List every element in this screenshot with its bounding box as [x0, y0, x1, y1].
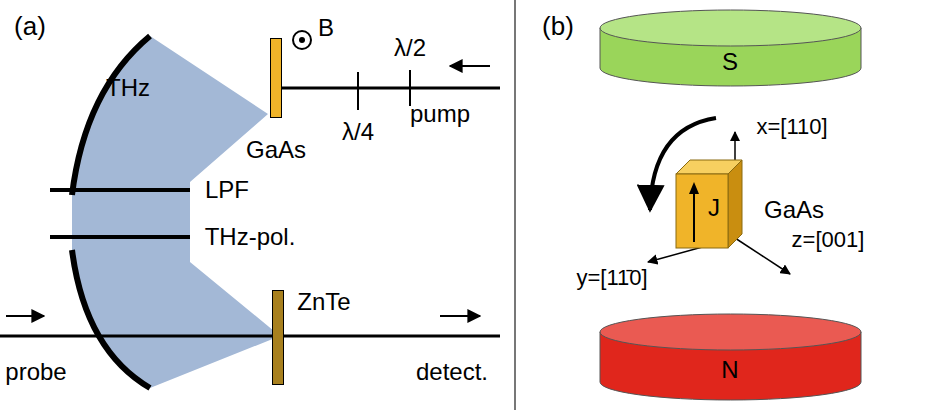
node-text: S — [722, 49, 738, 75]
emitter-crystal-shape — [270, 38, 282, 118]
annotation-label: THz-pol. — [205, 224, 296, 250]
current-arrowhead — [689, 182, 699, 194]
annotation-label: detect. — [416, 359, 488, 385]
panel-label: (b) — [542, 12, 574, 41]
node-text: N — [721, 357, 738, 383]
detector-crystal-shape — [272, 290, 284, 385]
cylinder-top — [600, 314, 861, 350]
field-symbol-dot — [299, 37, 305, 43]
node-text: GaAs — [764, 197, 824, 223]
annotation-label: z=[001] — [792, 228, 865, 252]
panel-label: (a) — [14, 12, 46, 41]
quarter-wave-plate — [357, 72, 359, 110]
detector-crystal: ZnTe — [272, 290, 284, 385]
sample-cube: JGaAs — [676, 160, 756, 250]
magnet-pole: S — [598, 8, 863, 88]
thz-polarizer — [50, 235, 190, 239]
lowpass-filter — [50, 188, 190, 192]
node-text: GaAs — [246, 137, 306, 163]
cube-front — [676, 174, 728, 248]
crystal-plate — [271, 39, 282, 118]
annotation-label: B — [318, 15, 334, 41]
annotation-label: probe — [5, 359, 66, 385]
pump-beam — [282, 87, 500, 90]
annotation-label: THz — [106, 75, 150, 101]
node-text: J — [708, 195, 720, 221]
direction-arrow — [440, 315, 480, 317]
emitter-crystal: GaAs — [270, 38, 282, 118]
annotation-label: x=[110] — [756, 115, 827, 139]
annotation-label: pump — [410, 101, 470, 127]
cylinder-top — [600, 10, 861, 46]
direction-arrow — [6, 315, 44, 317]
crystal-plate — [273, 291, 284, 385]
field-symbol — [293, 31, 311, 49]
z-axis — [735, 238, 790, 274]
annotation-label: λ/4 — [342, 119, 374, 145]
current-arrow — [693, 192, 695, 242]
node-text: ZnTe — [297, 289, 350, 315]
annotation-label: y=[11̄0] — [576, 266, 647, 290]
direction-arrow — [450, 65, 490, 67]
annotation-label: LPF — [205, 177, 249, 203]
panel-divider — [514, 0, 516, 410]
magnet-pole: N — [598, 312, 863, 402]
probe-beam — [0, 335, 500, 338]
annotation-label: λ/2 — [394, 35, 426, 61]
parabolic-mirror — [72, 250, 150, 388]
parabolic-mirror — [72, 36, 150, 195]
cube-side — [728, 160, 742, 248]
